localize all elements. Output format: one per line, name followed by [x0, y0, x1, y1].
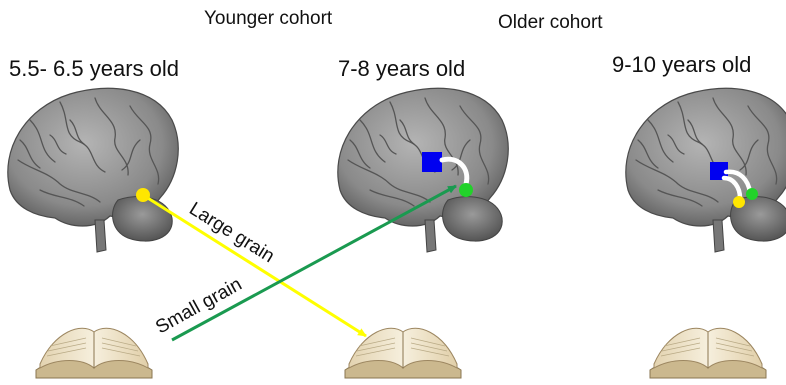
- book-2: [345, 328, 461, 378]
- region-blue-2: [422, 152, 442, 172]
- region-green-2: [459, 183, 473, 197]
- book-3: [650, 328, 766, 378]
- region-yellow-3: [733, 196, 745, 208]
- brain-1: [8, 88, 178, 252]
- region-yellow-1: [136, 188, 150, 202]
- book-1: [36, 328, 152, 378]
- brain-3: [626, 88, 786, 252]
- large-grain-label: Large grain: [185, 198, 278, 267]
- region-green-3: [746, 188, 758, 200]
